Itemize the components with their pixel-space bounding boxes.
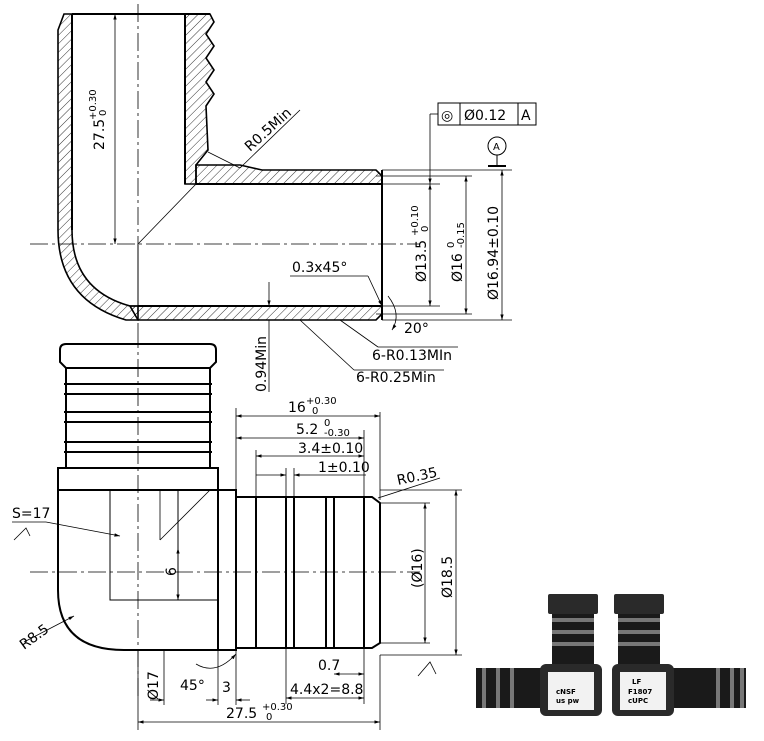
r05-leader [207, 151, 241, 169]
marking-cnsf: cNSF [556, 688, 576, 696]
svg-text:0: 0 [266, 712, 272, 723]
dim-6-text: 6 [164, 567, 180, 576]
datum-a-text: A [493, 142, 500, 153]
dia-13-5-group: Ø13.5 +0.10 0 [410, 205, 431, 282]
tolerance-datum: A [521, 108, 531, 124]
top-section-view: 27.5 +0.30 0 R0.5Min ◎ Ø0.12 A A [30, 4, 537, 392]
svg-text:0: 0 [312, 406, 318, 417]
dim-27-5-group: 27.5 +0.30 0 [88, 89, 109, 150]
svg-text:0: 0 [324, 418, 330, 429]
barb-leg-right [235, 496, 381, 649]
chamfer-label: 0.3x45° [292, 260, 347, 276]
dia-16-text: Ø16 [450, 253, 466, 282]
dia-16-ref-text: (Ø16) [410, 548, 426, 588]
dim-27-5-bottom: 27.5 [226, 706, 257, 722]
dim-07-text: 0.7 [318, 658, 340, 674]
svg-text:0: 0 [446, 242, 457, 248]
elbow-body [57, 489, 219, 651]
dim-16-text: 16 [288, 400, 306, 416]
angle-45-label: 45° [180, 678, 205, 694]
horizontal-wall-top [195, 164, 383, 185]
r05-label: R0.5Min [242, 105, 295, 155]
min-thickness-label: 0.94Min [254, 336, 270, 392]
dim-3-text: 3 [222, 680, 231, 696]
tolerance-value: Ø0.12 [464, 108, 506, 124]
vertical-wall-left [57, 13, 139, 321]
dim-27-5-text: 27.5 [92, 119, 108, 150]
collar-right [217, 489, 237, 651]
dia-18-5-text: Ø18.5 [440, 556, 456, 598]
groove-r025-label: 6-R0.25Min [356, 370, 436, 386]
svg-text:+0.30: +0.30 [262, 702, 293, 713]
svg-text:+0.10: +0.10 [410, 205, 421, 236]
barb-leg-top [59, 343, 217, 369]
dim-3-4-text: 3.4±0.10 [298, 441, 363, 457]
dim-27-5-tol-upper: +0.30 [88, 89, 99, 120]
marking-cupc: cUPC [628, 697, 648, 705]
groove-r013-label: 6-R0.13MIn [372, 348, 452, 364]
horizontal-wall-bottom [128, 305, 383, 321]
dim-5-2-text: 5.2 [296, 422, 318, 438]
bore-intersection [137, 183, 197, 245]
tolerance-frame: ◎ Ø0.12 A [428, 102, 537, 184]
concentricity-icon: ◎ [441, 108, 453, 124]
hex-face [109, 489, 219, 601]
svg-text:-0.30: -0.30 [324, 428, 350, 439]
vertical-wall-right [184, 13, 215, 185]
bottom-exterior-view: 16 +0.30 0 5.2 0 -0.30 3.4±0.10 1±0.10 R… [12, 330, 462, 730]
dia-13-5-text: Ø13.5 [414, 240, 430, 282]
dim-27-5-tol-lower: 0 [98, 110, 109, 116]
product-photo: cNSF us pw LF F1807 cUPC [476, 594, 746, 716]
r85-label: R8.5 [17, 621, 52, 653]
marking-f1807: F1807 [628, 688, 652, 696]
dia-16-group: Ø16 0 -0.15 [446, 222, 467, 282]
dim-44x2-text: 4.4x2=8.8 [290, 682, 363, 698]
marking-lf: LF [632, 678, 641, 686]
r05-leader-2 [239, 109, 301, 169]
dim-1-text: 1±0.10 [318, 460, 370, 476]
dia-16-94-text: Ø16.94±0.10 [486, 206, 502, 300]
dia-17-text: Ø17 [146, 671, 162, 700]
angle-20-label: 20° [404, 321, 429, 337]
svg-text:-0.15: -0.15 [456, 222, 467, 248]
svg-text:+0.30: +0.30 [306, 396, 337, 407]
datum-a-symbol: A [487, 136, 507, 167]
svg-text:0: 0 [420, 226, 431, 232]
marking-uspw: us pw [556, 697, 580, 705]
hex-size-label: S=17 [12, 506, 50, 522]
